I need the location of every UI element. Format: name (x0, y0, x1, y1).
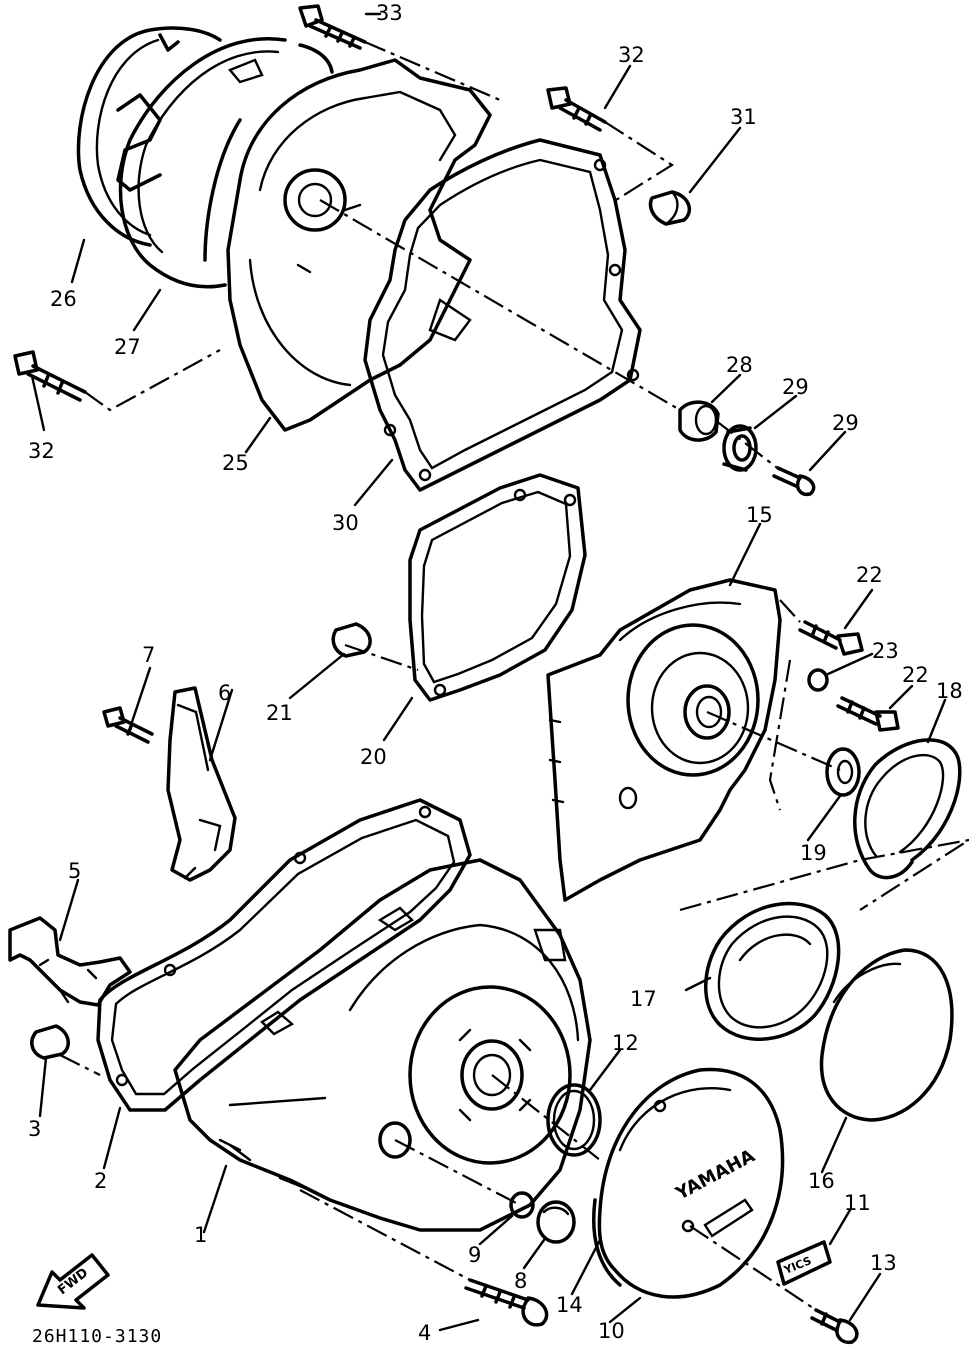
part-7-bolt (102, 706, 154, 744)
callout-25: 26 (50, 287, 77, 311)
callout-27: 28 (726, 353, 753, 377)
part-23-o-ring (807, 668, 829, 692)
callout-10: 10 (598, 1319, 625, 1343)
callout-22-lower: 22 (902, 663, 929, 687)
callout-4: 4 (418, 1321, 431, 1345)
part-20-gasket (408, 473, 587, 702)
callout-9: 9 (468, 1243, 481, 1267)
callout-26: 27 (114, 335, 141, 359)
part-19-washer (825, 747, 861, 797)
leader-lines (30, 12, 947, 1332)
part-4-bolt (464, 1278, 549, 1327)
callout-31: 31 (730, 105, 757, 129)
part-12-o-ring (546, 1083, 602, 1157)
callout-28: 29 (782, 375, 809, 399)
part-29-screw (772, 466, 816, 497)
callout-7: 7 (142, 643, 155, 667)
callout-5: 5 (68, 859, 81, 883)
part-1-crankcase-cover (173, 858, 592, 1232)
callout-15: 15 (746, 503, 773, 527)
part-18-circlip (853, 738, 962, 880)
callout-30: 30 (332, 511, 359, 535)
part-32-bolt-upper (546, 86, 607, 132)
callout-16: 16 (808, 1169, 835, 1193)
part-2-gasket (96, 798, 472, 1112)
callout-24: 25 (222, 451, 249, 475)
callout-labels: 33 32 31 26 27 32 25 30 28 29 29 15 22 2… (28, 1, 963, 1345)
callout-32-upper: 32 (618, 43, 645, 67)
callout-3: 3 (28, 1117, 41, 1141)
part-13-screw (810, 1308, 859, 1345)
part-31-dowel-pin (648, 190, 692, 226)
callout-20: 20 (360, 745, 387, 769)
callout-11: 11 (844, 1191, 871, 1215)
part-33-bolt (298, 4, 367, 50)
part-15-oil-pump-cover (546, 578, 782, 902)
part-3-dowel-pin (30, 1024, 70, 1060)
part-24-crankcase-cover (203, 58, 492, 432)
cover-emblem-text: YAMAHA (672, 1145, 759, 1204)
callout-12: 12 (612, 1031, 639, 1055)
reference-code: 26H110-3130 (32, 1326, 162, 1347)
callout-23: 23 (872, 639, 899, 663)
callout-33: 33 (376, 1, 403, 25)
part-30-gasket (363, 138, 642, 492)
callout-19: 19 (800, 841, 827, 865)
part-11-plate: YICS (776, 1240, 832, 1286)
part-32-bolt-left (13, 350, 87, 402)
part-6-bracket (166, 686, 237, 882)
part-25-outer-plate (76, 26, 222, 247)
alignment-lines (59, 40, 969, 1311)
callout-17: 17 (630, 987, 657, 1011)
part-8-plug (536, 1200, 576, 1244)
part-27-oil-seal (678, 400, 720, 442)
part-16-cap (819, 948, 954, 1122)
callout-2: 2 (94, 1169, 107, 1193)
callout-32-left: 32 (28, 439, 55, 463)
forward-direction-arrow: FWD (36, 1253, 110, 1310)
part-26-gasket (116, 37, 334, 289)
part-22-screw-upper (798, 620, 864, 656)
callout-29: 29 (832, 411, 859, 435)
callout-22-upper: 22 (856, 563, 883, 587)
part-22-screw-lower (836, 696, 900, 732)
callout-13: 13 (870, 1251, 897, 1275)
callout-21: 21 (266, 701, 293, 725)
part-9-o-ring (509, 1191, 535, 1219)
callout-6: 6 (218, 681, 231, 705)
callout-14: 14 (556, 1293, 583, 1317)
part-10-yamaha-cover: YAMAHA (592, 1067, 785, 1299)
callout-8: 8 (514, 1269, 527, 1293)
callout-1: 1 (194, 1223, 207, 1247)
part-17-gasket-ring (704, 901, 841, 1041)
part-5-bracket (8, 916, 132, 1007)
callout-18: 18 (936, 679, 963, 703)
